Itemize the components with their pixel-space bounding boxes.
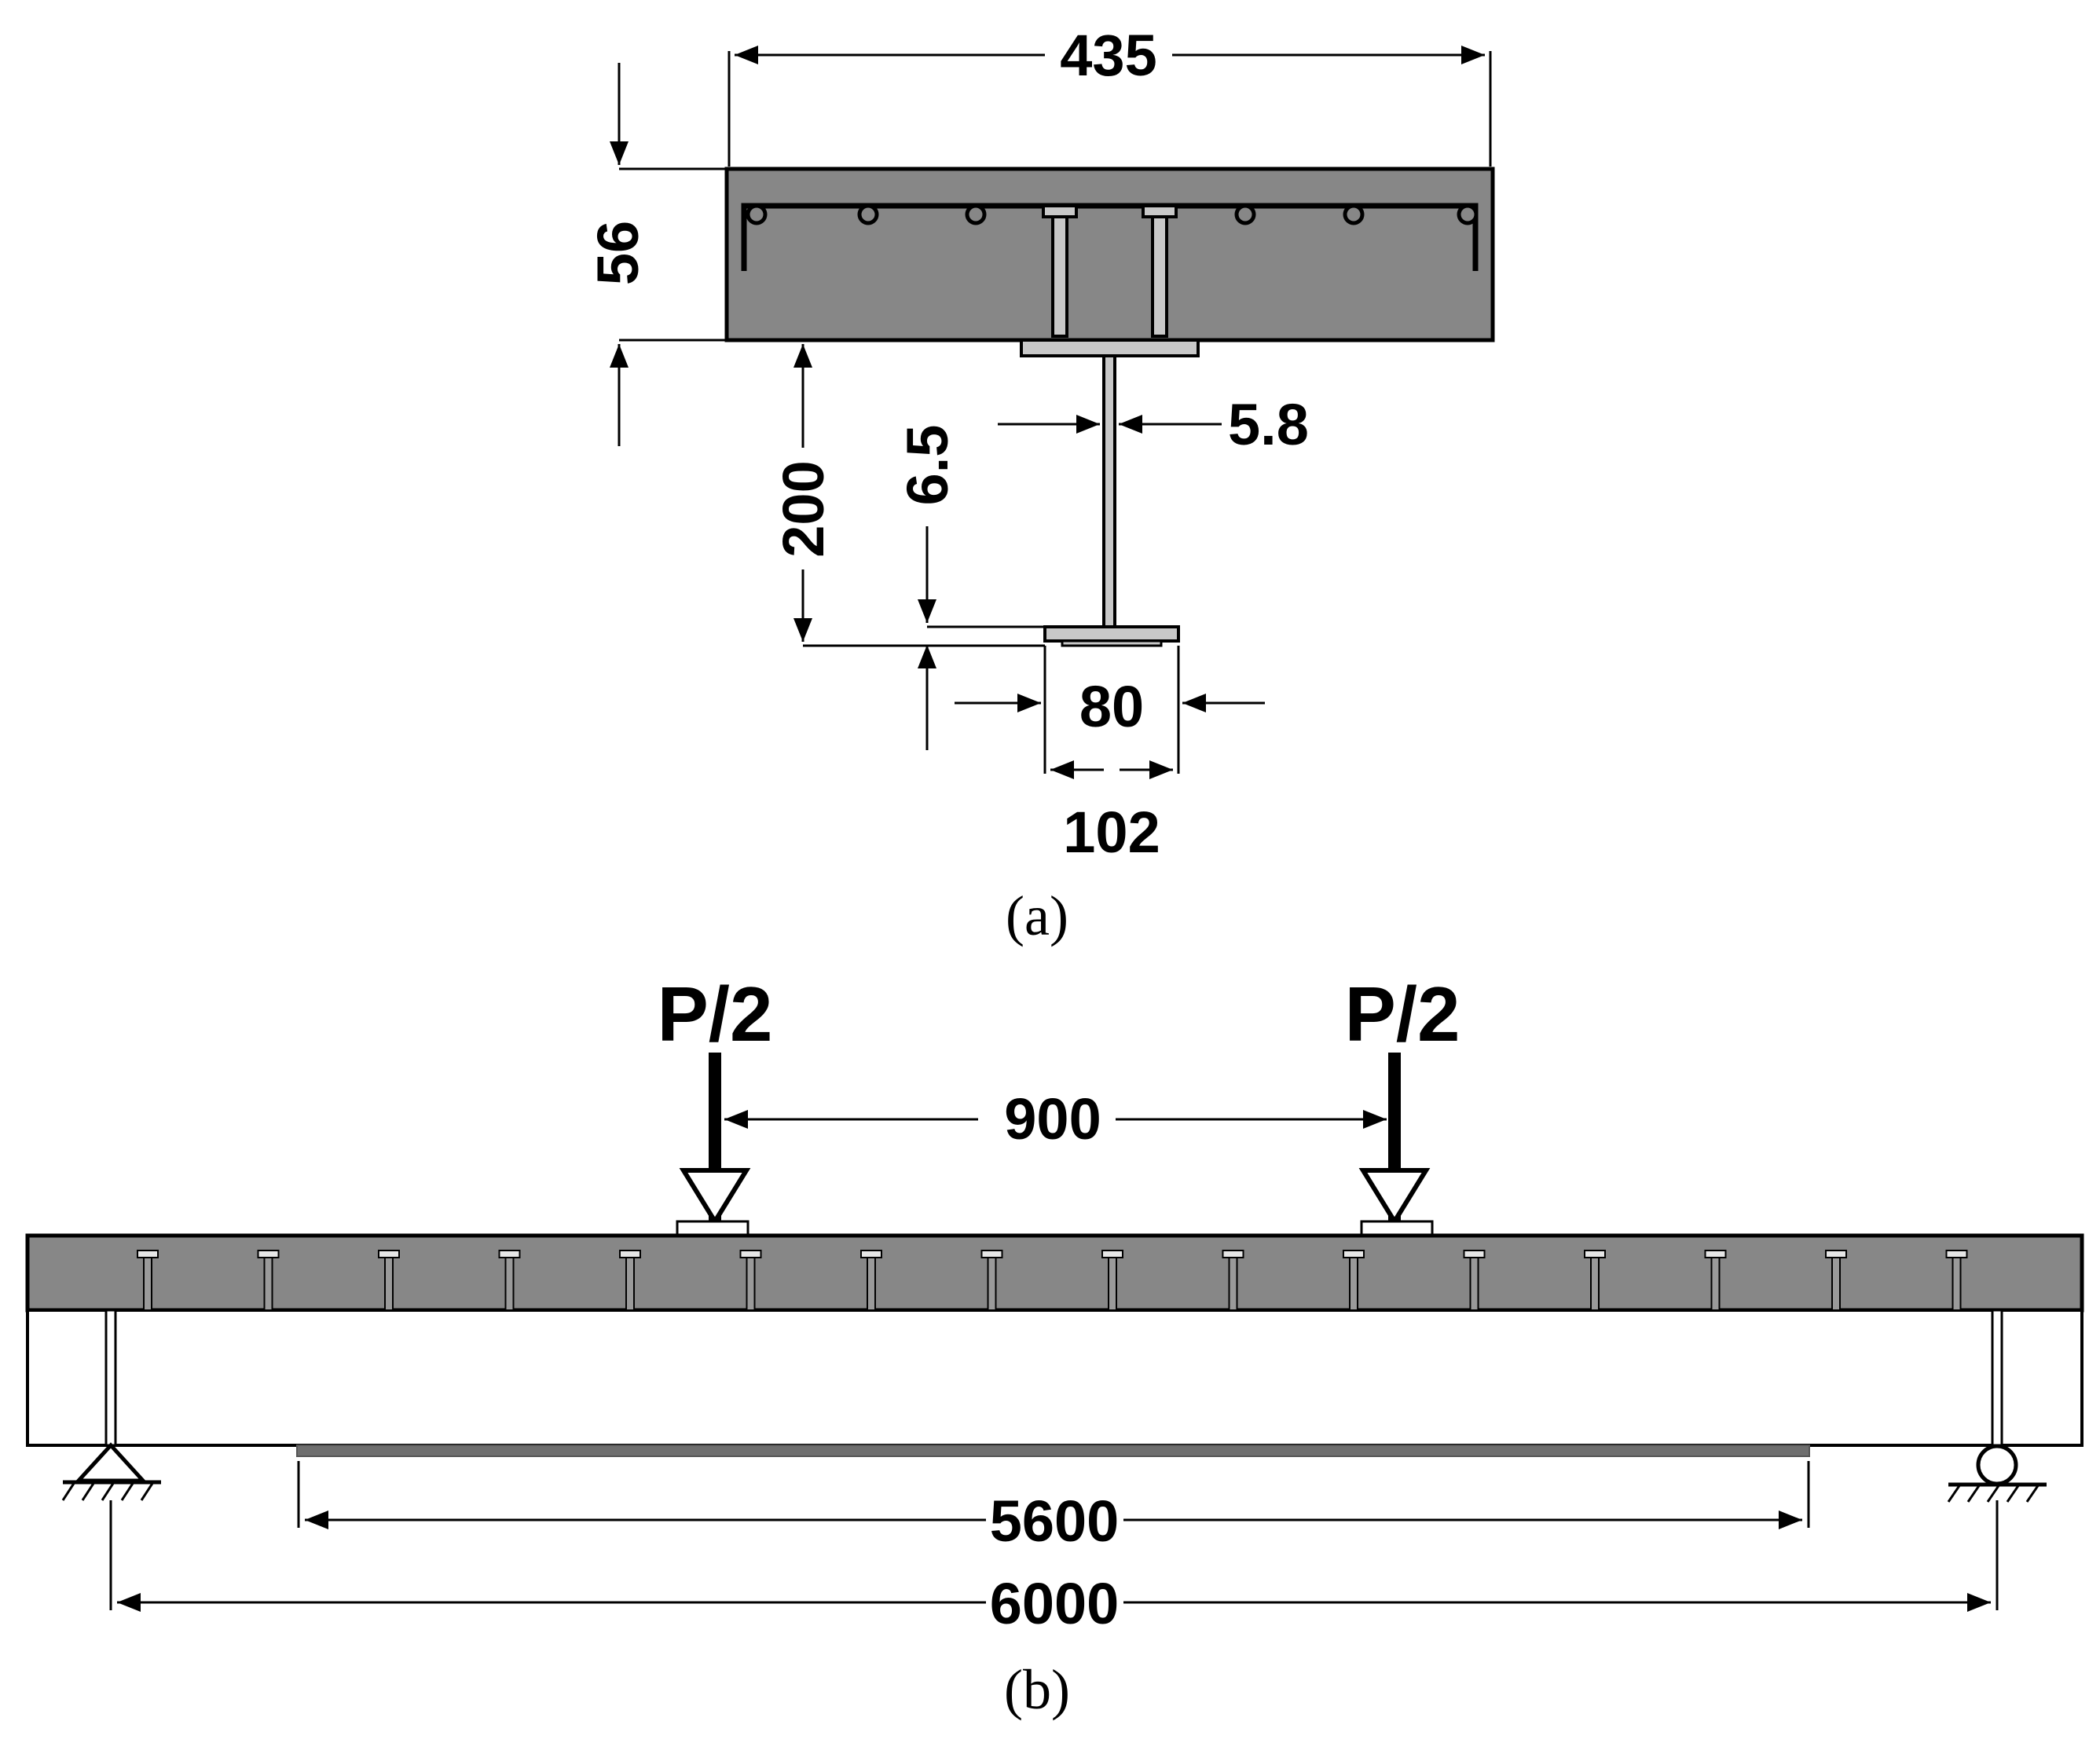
rebar	[857, 203, 879, 225]
shear-stud	[1222, 1250, 1244, 1311]
dim-flange-thickness: 6.5	[895, 425, 960, 506]
shear-stud	[619, 1250, 641, 1311]
shear-stud	[980, 1250, 1003, 1311]
shear-stud-left	[1042, 204, 1078, 338]
pin-support	[61, 1442, 161, 1501]
load-plate-right	[1360, 1220, 1434, 1237]
panel-a-cross-section: 435 56 200 6.5 5.8 80 102 (a)	[585, 23, 1495, 947]
steel-beam-elevation	[26, 1309, 2084, 1447]
cfrp-strip-elevation	[296, 1445, 1810, 1457]
shear-stud	[739, 1250, 762, 1311]
cfrp-strip	[1061, 639, 1163, 647]
rebar-circles	[746, 203, 1479, 225]
rebar	[746, 203, 768, 225]
load-label-right: P/2	[1344, 971, 1460, 1057]
shear-studs	[137, 1250, 1968, 1311]
dim-span: 6000	[990, 1571, 1120, 1636]
caption-a: (a)	[1006, 884, 1068, 947]
rebar	[1343, 203, 1365, 225]
load-arrow-right	[1358, 1053, 1431, 1226]
shear-stud	[1704, 1250, 1727, 1311]
shear-stud	[1825, 1250, 1847, 1311]
dim-slab-depth: 56	[585, 221, 651, 285]
dim-web-thickness: 5.8	[1228, 392, 1309, 457]
dim-cfrp-length: 5600	[990, 1489, 1120, 1554]
rebar	[1234, 203, 1256, 225]
dim-beam-depth: 200	[771, 460, 836, 557]
steel-web	[1102, 354, 1116, 628]
dim-load-spacing: 900	[1004, 1086, 1101, 1152]
stiffener-left	[104, 1309, 117, 1447]
shear-stud	[1463, 1250, 1486, 1311]
rebar	[1457, 203, 1479, 225]
load-plate-left	[676, 1220, 749, 1237]
top-reinforcement	[741, 203, 1479, 271]
caption-b: (b)	[1004, 1658, 1070, 1721]
concrete-slab	[724, 167, 1495, 342]
shear-stud	[1584, 1250, 1606, 1311]
dim-bottom-flange-width: 102	[1063, 800, 1160, 865]
dim-slab-width: 435	[1060, 23, 1156, 88]
shear-stud-right	[1142, 204, 1178, 338]
shear-stud	[137, 1250, 159, 1311]
shear-stud	[1343, 1250, 1365, 1311]
shear-stud	[1945, 1250, 1968, 1311]
panel-b-elevation: P/2 P/2 900	[25, 971, 2084, 1721]
steel-top-flange	[1020, 339, 1200, 357]
shear-stud	[860, 1250, 882, 1311]
shear-stud	[257, 1250, 280, 1311]
load-arrow-left	[679, 1053, 751, 1226]
stiffener-right	[1991, 1309, 2003, 1447]
shear-stud	[498, 1250, 521, 1311]
roller-support	[1947, 1444, 2047, 1503]
dim-top-flange-width: 80	[1079, 674, 1144, 739]
shear-stud	[1101, 1250, 1123, 1311]
slab-elevation	[25, 1233, 2084, 1313]
shear-stud	[378, 1250, 400, 1311]
load-label-left: P/2	[657, 971, 772, 1057]
steel-bottom-flange	[1043, 625, 1180, 643]
rebar	[965, 203, 987, 225]
